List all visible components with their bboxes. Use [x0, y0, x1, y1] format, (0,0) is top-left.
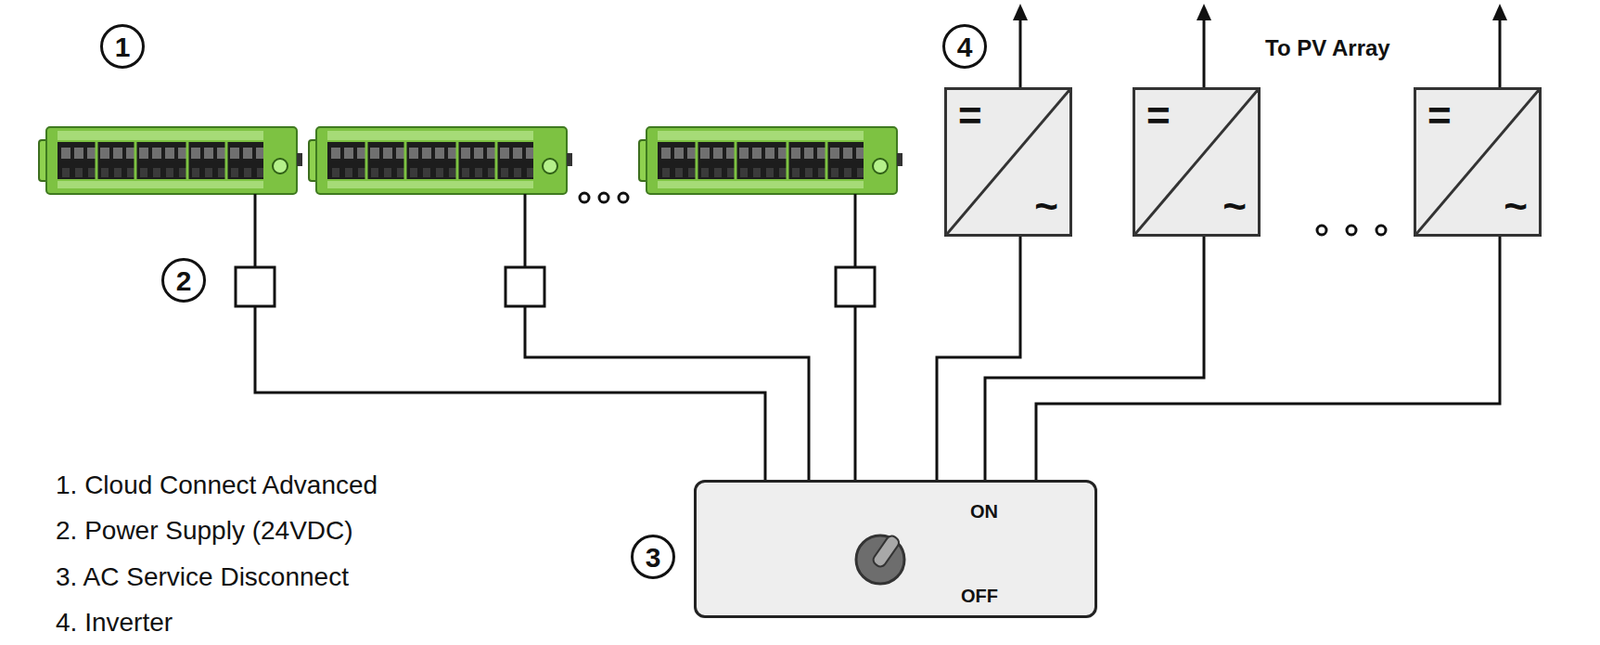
- inverter-box: =~: [1413, 87, 1542, 237]
- switch-position: OFF: [960, 585, 999, 606]
- diagonal-line: [947, 89, 1070, 234]
- dot: [599, 192, 609, 203]
- wire: [524, 193, 527, 268]
- arrowhead: [1196, 3, 1212, 21]
- dot: [1317, 225, 1327, 235]
- dot: [1346, 225, 1357, 235]
- power-supplies: [235, 267, 875, 307]
- diagonal-line: [1416, 89, 1539, 234]
- legend-entry: 1. Cloud Connect Advanced: [55, 469, 378, 501]
- wire: [854, 306, 858, 481]
- power-supply-box: [235, 267, 275, 307]
- pv-wire: [1203, 18, 1206, 88]
- legend-entry: 2. Power Supply (24VDC): [55, 514, 354, 547]
- power-supply-box: [835, 267, 875, 307]
- wires: [255, 18, 1500, 481]
- arrowhead: [1492, 3, 1508, 21]
- inverter-symbol: ~: [1222, 183, 1247, 229]
- cloud-connect-device: [308, 127, 573, 194]
- inverter-symbol: =: [958, 93, 983, 139]
- arrowheads: [1012, 3, 1508, 21]
- ac-wire: [936, 236, 1021, 480]
- wire: [255, 306, 766, 481]
- rotary-knob: [847, 526, 913, 592]
- inverter-symbol: =: [1146, 93, 1171, 139]
- dot: [1376, 225, 1386, 235]
- callout-circle: 4: [942, 24, 987, 69]
- callout-number: 3: [645, 541, 662, 573]
- switch-position: ON: [970, 500, 999, 522]
- dot: [618, 192, 628, 203]
- ac-wire: [1036, 236, 1500, 480]
- callout-number: 2: [176, 265, 192, 296]
- pv-wire: [1019, 18, 1023, 88]
- cloud-connect-device: [38, 127, 303, 194]
- legend-entry: 3. AC Service Disconnect: [55, 561, 349, 593]
- callout-circle: 3: [630, 534, 676, 579]
- power-supply-box: [505, 267, 545, 307]
- diagonal-line: [1135, 89, 1258, 234]
- callout-number: 1: [115, 31, 131, 63]
- dot: [579, 192, 589, 203]
- pv-array-label: To PV Array: [1265, 35, 1391, 63]
- inverter-box: =~: [1132, 87, 1261, 237]
- disconnect-box: ON OFF: [693, 479, 1098, 618]
- inverter-box: =~: [944, 87, 1073, 237]
- wire: [254, 193, 257, 268]
- cloud-connect-device: [639, 127, 903, 194]
- inverter-symbol: ~: [1034, 183, 1059, 229]
- arrowhead: [1012, 3, 1028, 21]
- inverter-symbol: =: [1427, 93, 1452, 139]
- knob-lever: [870, 533, 901, 569]
- callout-circle: 1: [100, 24, 145, 69]
- ac-wire: [985, 236, 1204, 480]
- callout-circle: 2: [161, 257, 206, 303]
- legend-entry: 4. Inverter: [55, 606, 173, 639]
- wire: [524, 306, 809, 481]
- inverter-symbol: ~: [1503, 183, 1528, 229]
- callout-number: 4: [957, 31, 973, 63]
- wire: [854, 193, 858, 268]
- pv-wire: [1498, 18, 1502, 88]
